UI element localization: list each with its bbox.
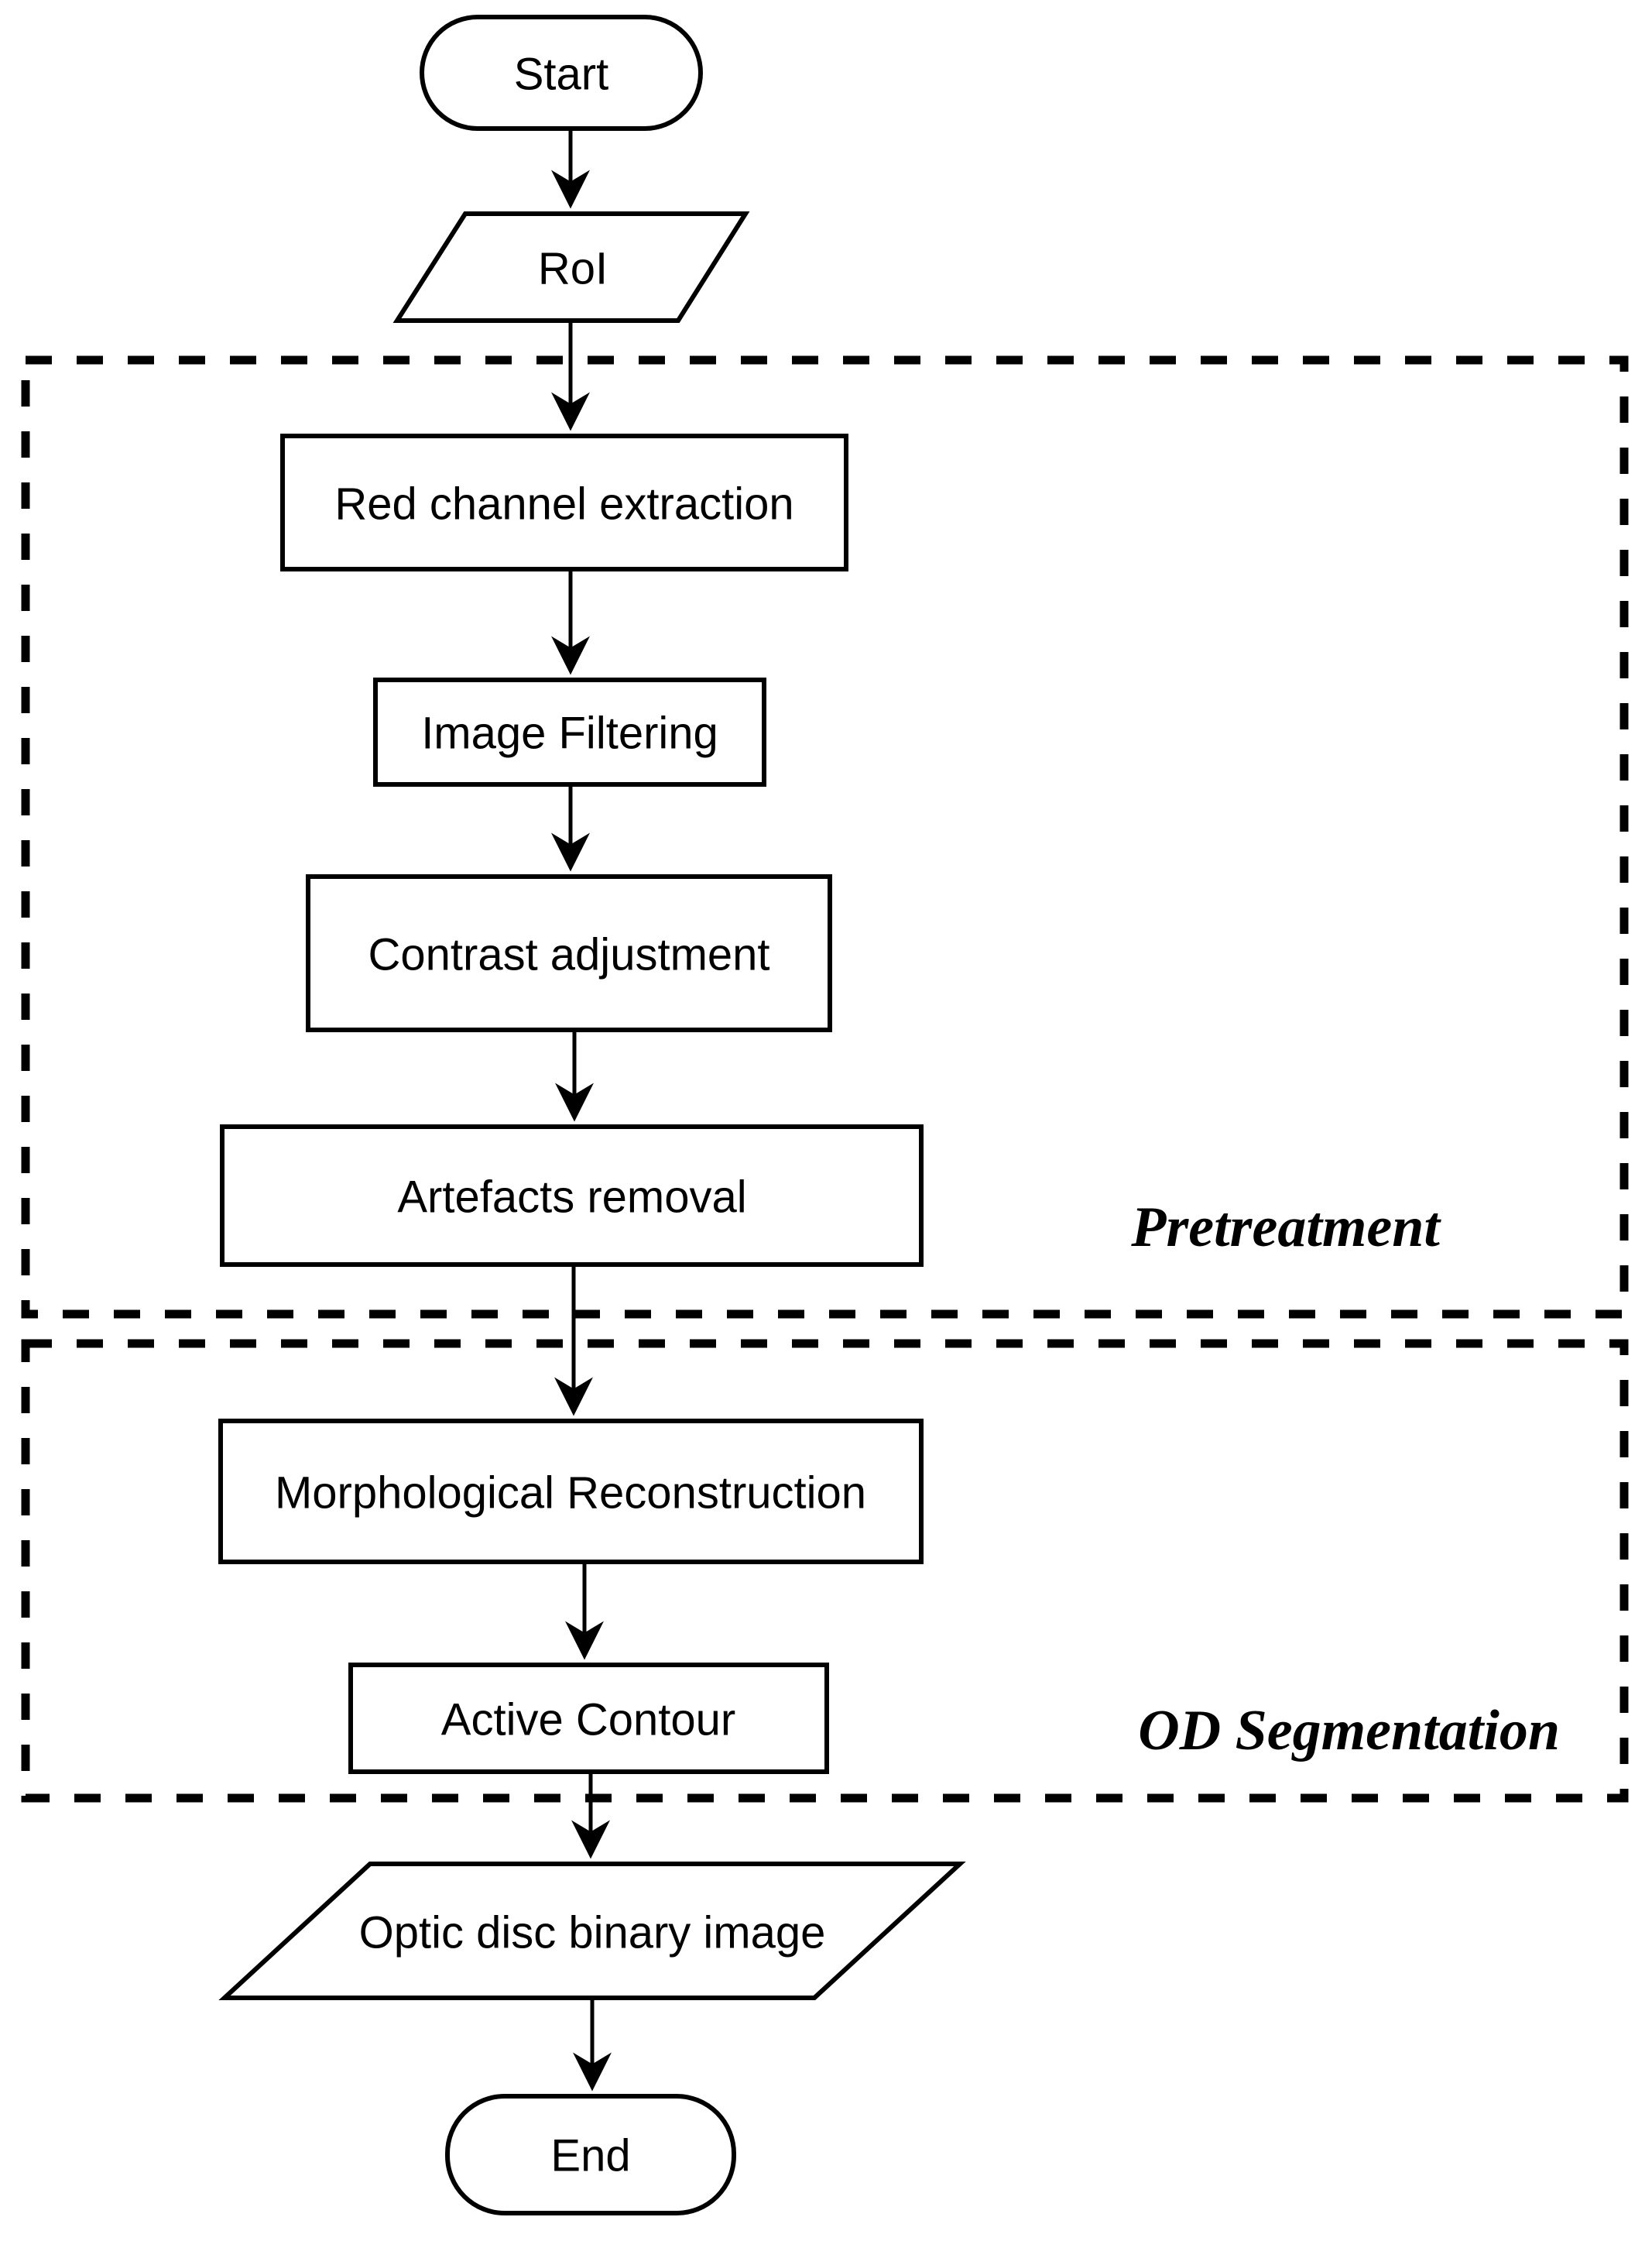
red-channel-extraction-shape [280,434,848,571]
roi-node-label: RoI [538,244,608,294]
red-channel-extraction-node: Red channel extraction [280,434,848,571]
roi-node: RoI [392,211,750,323]
image-filtering-shape [373,678,766,787]
morphological-reconstruction-label: Morphological Reconstruction [275,1468,866,1519]
roi-parallelogram-shape [392,211,750,323]
start-node: Start [420,15,703,131]
red-channel-extraction-label: Red channel extraction [334,479,793,530]
image-filtering-label: Image Filtering [421,709,718,759]
end-node: End [445,2094,736,2215]
optic-disc-parallelogram-shape [218,1862,966,2000]
pretreatment-region-label: Pretreatment [1130,1196,1441,1259]
start-terminator-shape [420,15,703,131]
artefacts-removal-node: Artefacts removal [220,1124,924,1267]
optic-disc-binary-image-node: Optic disc binary image [218,1862,966,2000]
morphological-reconstruction-shape [218,1419,924,1564]
artefacts-removal-shape [220,1124,924,1267]
active-contour-node: Active Contour [348,1663,829,1774]
active-contour-shape [348,1663,829,1774]
start-node-label: Start [514,50,609,100]
optic-disc-binary-image-label: Optic disc binary image [359,1908,826,1958]
image-filtering-node: Image Filtering [373,678,766,787]
contrast-adjustment-label: Contrast adjustment [368,930,769,980]
od-segmentation-region-label: OD Segmentation [1138,1699,1560,1762]
morphological-reconstruction-node: Morphological Reconstruction [218,1419,924,1564]
contrast-adjustment-node: Contrast adjustment [306,874,832,1032]
artefacts-removal-label: Artefacts removal [397,1172,746,1223]
end-terminator-shape [445,2094,736,2215]
active-contour-label: Active Contour [441,1695,735,1745]
contrast-adjustment-shape [306,874,832,1032]
end-node-label: End [550,2131,630,2181]
